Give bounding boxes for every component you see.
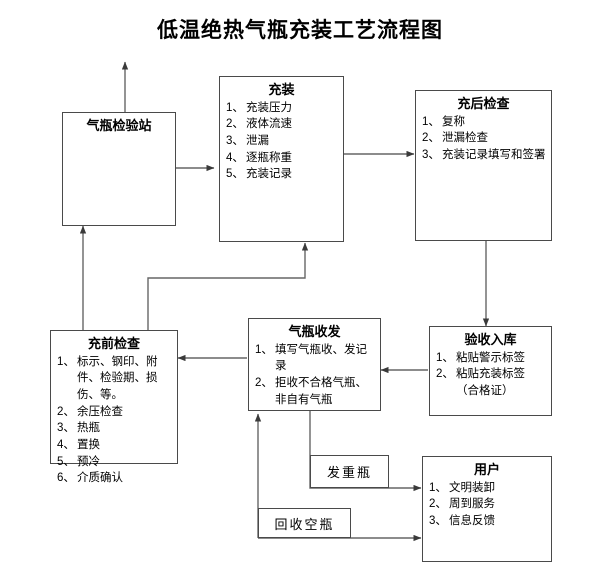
node-filling-title: 充装 — [268, 82, 295, 97]
list-item: 1、充装压力 — [226, 101, 292, 114]
node-pre-fill-check-title: 充前检查 — [87, 336, 140, 351]
list-item: 2、泄漏检查 — [422, 132, 488, 145]
list-item: 4、置换 — [57, 438, 100, 451]
list-item: 1、填写气瓶收、发记录 — [255, 343, 367, 373]
page-title: 低温绝热气瓶充装工艺流程图 — [157, 19, 443, 42]
list-item: 2、粘贴充装标签（合格证） — [436, 368, 525, 397]
node-acceptance-storage-items: 1、粘贴警示标签 2、粘贴充装标签（合格证） — [430, 350, 551, 400]
list-item: 2、拒收不合格气瓶、非自有气瓶 — [255, 376, 367, 406]
node-acceptance-storage[interactable]: 验收入库 1、粘贴警示标签 2、粘贴充装标签（合格证） — [429, 326, 552, 416]
node-customer-title: 用户 — [473, 462, 500, 477]
node-post-fill-check[interactable]: 充后检查 1、复称 2、泄漏检查 3、充装记录填写和签署 — [415, 90, 552, 241]
node-cylinder-dispatch[interactable]: 气瓶收发 1、填写气瓶收、发记录 2、拒收不合格气瓶、非自有气瓶 — [248, 318, 381, 411]
node-post-fill-check-items: 1、复称 2、泄漏检查 3、充装记录填写和签署 — [416, 114, 551, 164]
list-item: 1、文明装卸 — [429, 481, 495, 494]
list-item: 5、充装记录 — [226, 168, 292, 181]
edge-prefill-to-filling — [147, 242, 309, 330]
node-inspection-station[interactable]: 气瓶检验站 — [62, 112, 176, 226]
list-item: 2、周到服务 — [429, 498, 495, 511]
node-customer-items: 1、文明装卸 2、周到服务 3、信息反馈 — [423, 480, 551, 530]
list-item: 3、泄漏 — [226, 134, 269, 147]
list-item: 2、余压检查 — [57, 405, 123, 418]
node-cylinder-dispatch-items: 1、填写气瓶收、发记录 2、拒收不合格气瓶、非自有气瓶 — [249, 342, 380, 409]
list-item: 6、介质确认 — [57, 472, 123, 485]
node-cylinder-dispatch-title: 气瓶收发 — [288, 324, 341, 339]
node-customer[interactable]: 用户 1、文明装卸 2、周到服务 3、信息反馈 — [422, 456, 552, 562]
list-item: 1、标示、钢印、附件、检验期、损伤、等。 — [57, 355, 158, 401]
list-item: 1、粘贴警示标签 — [436, 351, 525, 364]
node-deliver-full-cylinder-label: 发重瓶 — [326, 465, 372, 480]
node-post-fill-check-title: 充后检查 — [457, 96, 510, 111]
list-item: 4、逐瓶称重 — [226, 151, 292, 164]
node-recover-empty-cylinder[interactable]: 回收空瓶 — [258, 508, 351, 538]
node-filling[interactable]: 充装 1、充装压力 2、液体流速 3、泄漏 4、逐瓶称重 5、充装记录 — [219, 76, 344, 242]
node-pre-fill-check[interactable]: 充前检查 1、标示、钢印、附件、检验期、损伤、等。 2、余压检查 3、热瓶 4、… — [50, 330, 178, 484]
node-inspection-station-title: 气瓶检验站 — [86, 118, 152, 133]
node-deliver-full-cylinder[interactable]: 发重瓶 — [310, 455, 389, 488]
list-item: 3、充装记录填写和签署 — [422, 148, 546, 161]
node-acceptance-storage-title: 验收入库 — [464, 332, 517, 347]
list-item: 3、热瓶 — [57, 422, 100, 435]
node-pre-fill-check-items: 1、标示、钢印、附件、检验期、损伤、等。 2、余压检查 3、热瓶 4、置换 5、… — [51, 354, 177, 487]
list-item: 2、液体流速 — [226, 118, 292, 131]
node-filling-items: 1、充装压力 2、液体流速 3、泄漏 4、逐瓶称重 5、充装记录 — [220, 100, 343, 183]
node-recover-empty-cylinder-label: 回收空瓶 — [274, 516, 335, 532]
list-item: 3、信息反馈 — [429, 514, 495, 527]
list-item: 5、预冷 — [57, 455, 100, 468]
list-item: 1、复称 — [422, 115, 465, 128]
